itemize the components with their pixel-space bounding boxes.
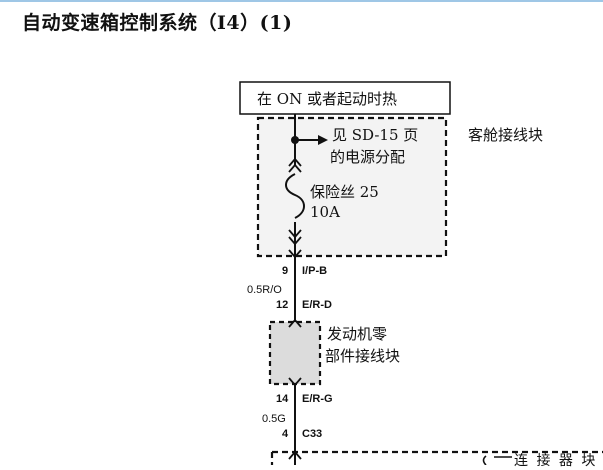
- fuse-symbol: [285, 173, 305, 219]
- power-ref-arrowhead: [318, 135, 328, 145]
- connector-name: C33: [302, 428, 323, 440]
- chevron-down-1: [288, 229, 302, 239]
- connector-pin: 12: [276, 299, 289, 311]
- chevron-up-4: [288, 450, 302, 460]
- fuse-label-line1: 保险丝 25: [310, 183, 379, 201]
- connector-pin: 4: [282, 428, 289, 440]
- wire-color-label: 0.5R/O: [247, 284, 282, 296]
- chevron-up-2: [288, 163, 302, 173]
- connector-name: E/R-D: [302, 299, 332, 311]
- engine-block-label-line2: 部件接线块: [325, 347, 401, 365]
- bottom-block-bracket: [482, 455, 487, 465]
- chevron-up-3: [288, 318, 302, 328]
- power-condition-label: 在 ON 或者起动时热: [257, 90, 397, 108]
- power-label-box: [239, 81, 451, 115]
- fuse-label-line2: 10A: [310, 203, 340, 221]
- chevron-up-1: [288, 157, 302, 167]
- bottom-connector-block-label: 连 接 器 块: [514, 453, 598, 469]
- wire-color-label: 0.5G: [262, 413, 286, 425]
- chevron-down-2: [288, 236, 302, 246]
- connector-pin: 14: [276, 393, 289, 405]
- power-ref-line1: 见 SD-15 页: [332, 126, 419, 144]
- chevron-down-4: [288, 377, 302, 387]
- top-border: [0, 0, 603, 2]
- chevron-down-3: [288, 249, 302, 259]
- connector-pin: 9: [282, 265, 289, 277]
- cabin-fuse-block-box: [256, 116, 448, 258]
- engine-block-label-line1: 发动机零: [327, 325, 388, 343]
- engine-block-box: [268, 320, 322, 386]
- power-ref-line2: 的电源分配: [330, 148, 406, 166]
- connector-name: I/P-B: [302, 265, 328, 277]
- cabin-fuse-block-label: 客舱接线块: [468, 126, 544, 144]
- page-title: 自动变速箱控制系统（I4）(1): [22, 12, 293, 34]
- connector-name: E/R-G: [302, 393, 333, 405]
